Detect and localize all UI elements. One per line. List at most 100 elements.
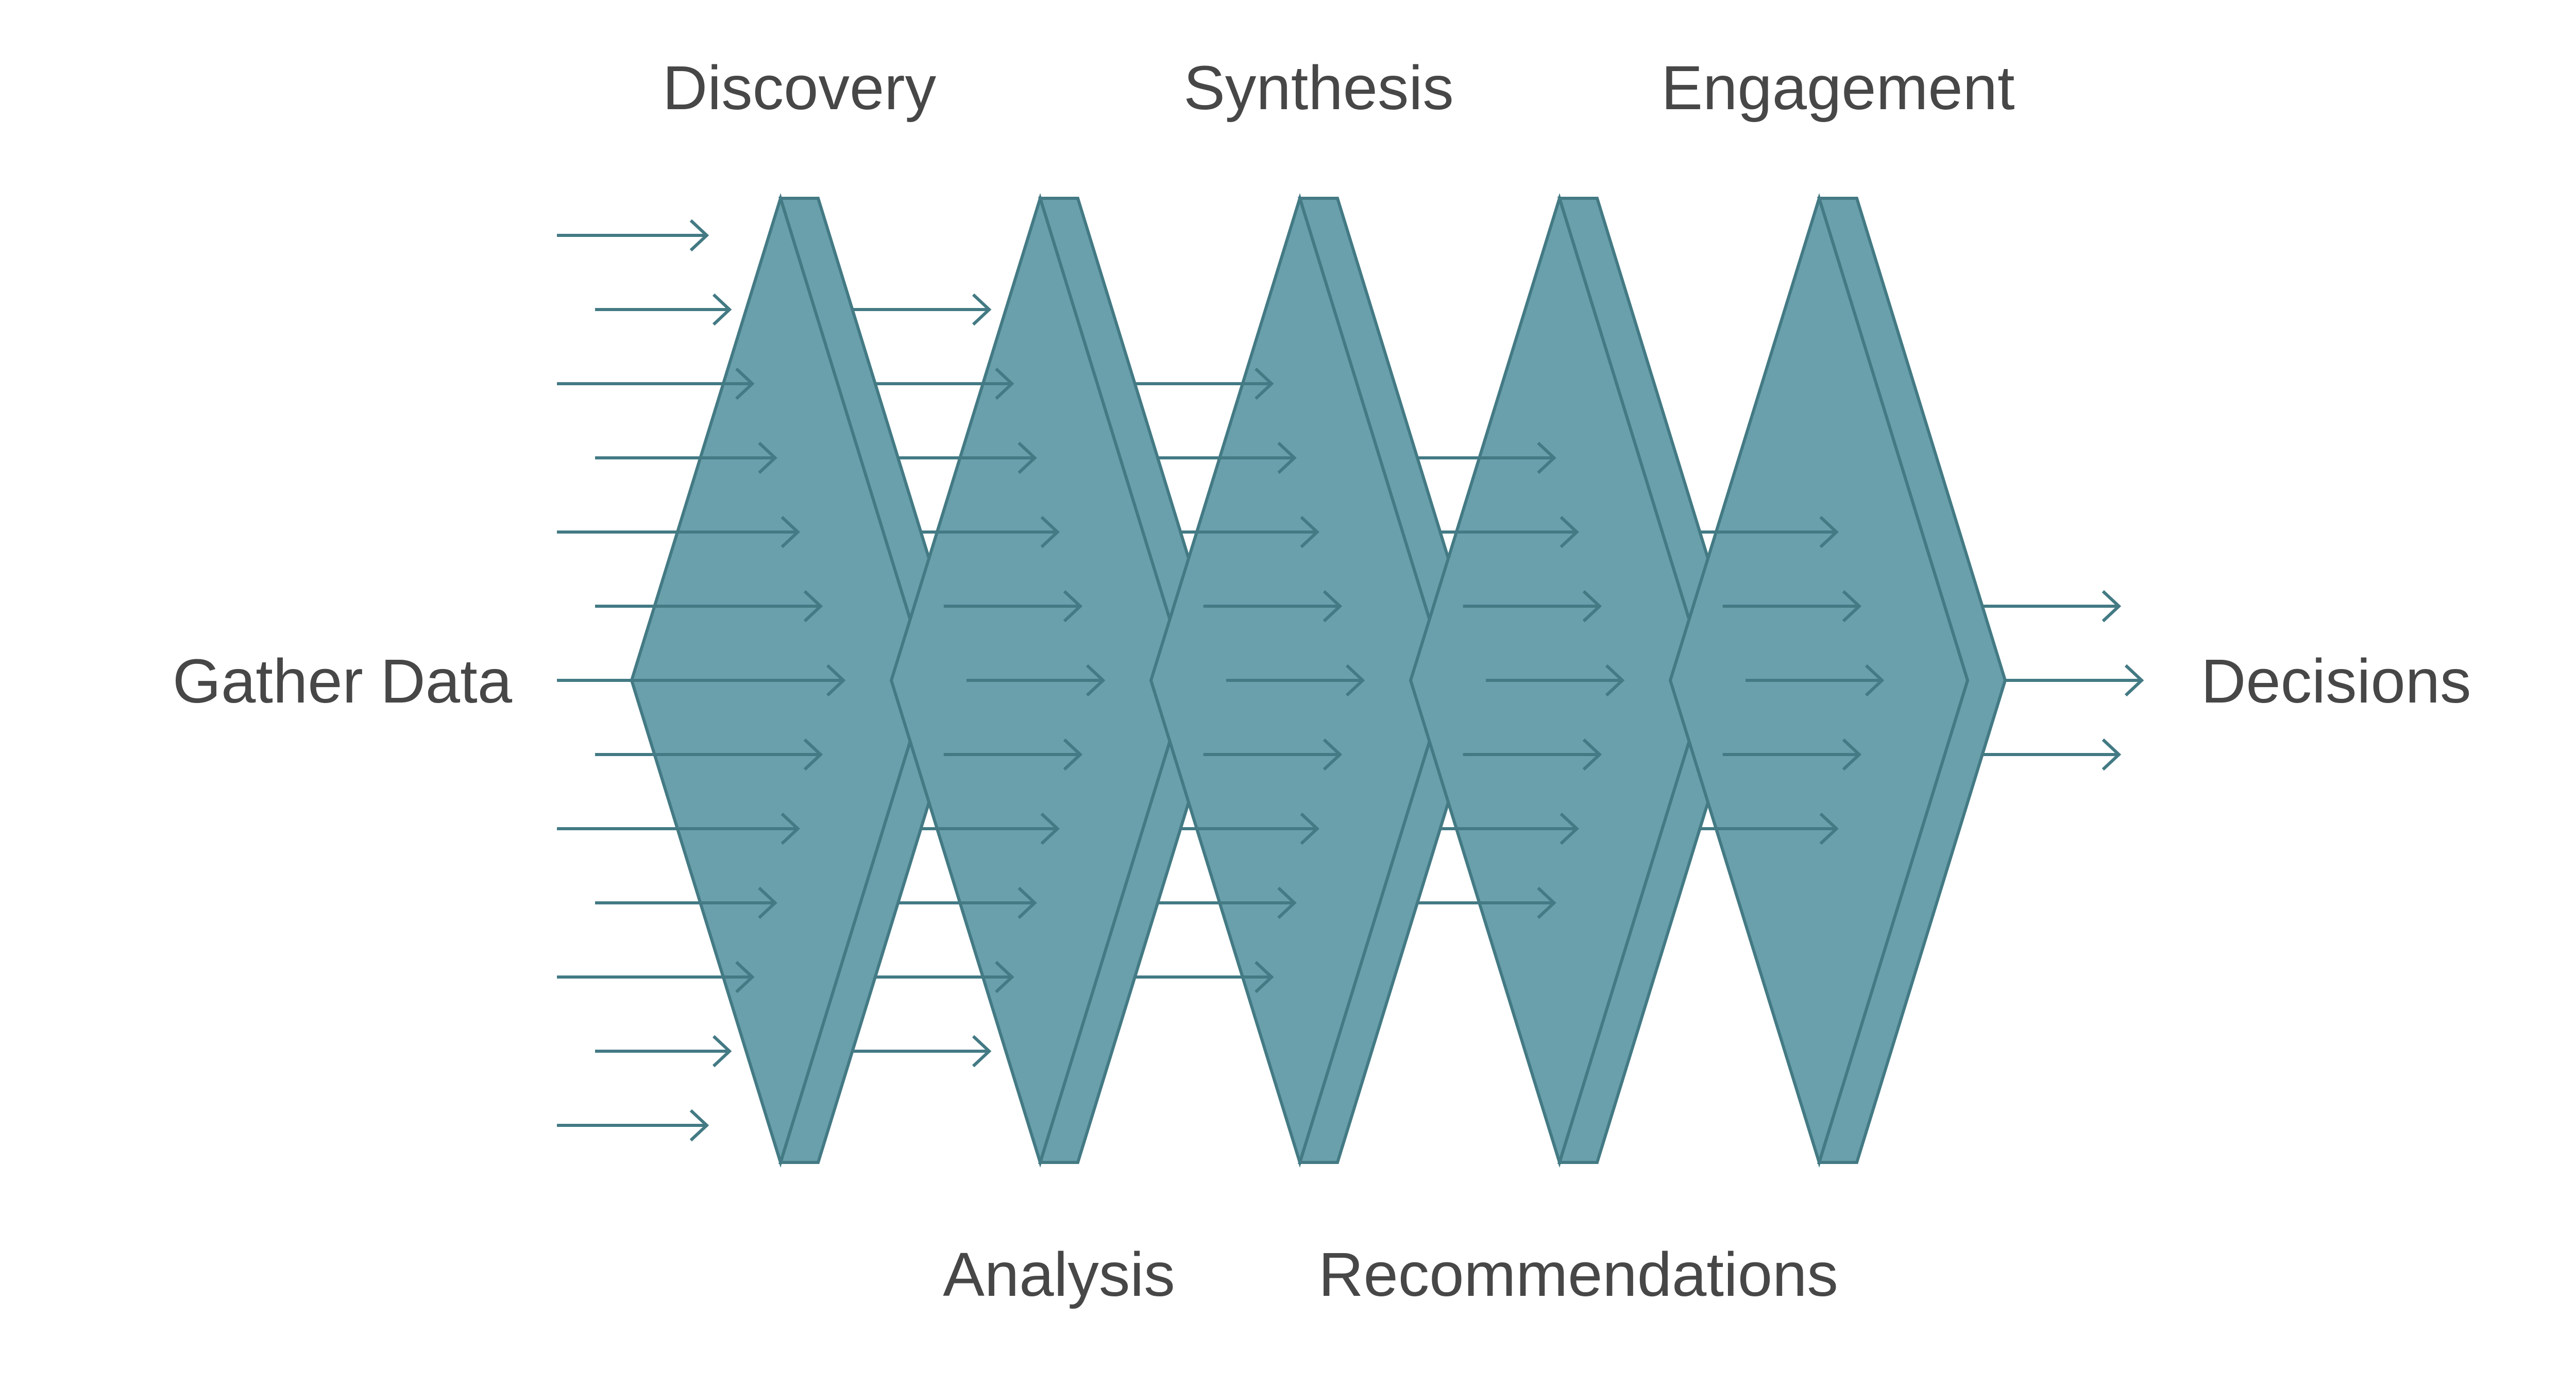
arrow-head-icon [1537, 886, 1556, 919]
arrow-head-icon [1277, 441, 1297, 474]
flow-arrow [595, 1035, 732, 1068]
flow-arrow [1417, 886, 1556, 919]
arrow-column-5 [1700, 516, 1885, 845]
arrow-head-icon [2102, 590, 2122, 623]
flow-arrow [1982, 590, 2122, 623]
arrow-column-4 [1417, 441, 1625, 919]
arrow-head-icon [1255, 961, 1274, 994]
stage-label-synthesis: Synthesis [1183, 53, 1454, 123]
flow-arrow [875, 367, 1014, 400]
flow-arrow [1203, 738, 1343, 771]
arrow-head-icon [1560, 516, 1579, 549]
flow-arrow [557, 812, 800, 845]
arrow-head-icon [2124, 664, 2144, 697]
arrow-head-icon [689, 1109, 709, 1142]
flow-arrow [557, 219, 709, 252]
flow-arrow [1700, 812, 1839, 845]
arrow-head-icon [1063, 738, 1083, 771]
output-label: Decisions [2201, 646, 2471, 716]
flow-arrow [898, 441, 1037, 474]
arrow-head-icon [995, 367, 1014, 400]
arrow-head-icon [1865, 664, 1885, 697]
flow-arrow [557, 961, 755, 994]
flow-arrow [1982, 738, 2122, 771]
arrow-head-icon [1300, 516, 1319, 549]
arrow-head-icon [712, 293, 732, 326]
flow-arrow [1722, 590, 1862, 623]
stage-label-analysis: Analysis [943, 1239, 1175, 1309]
flow-arrow [898, 886, 1037, 919]
stage-label-engagement: Engagement [1661, 53, 2014, 123]
flow-arrow [557, 664, 846, 697]
flow-arrow [1203, 590, 1343, 623]
arrow-head-icon [1842, 738, 1862, 771]
flow-arrow [1700, 516, 1839, 549]
flow-arrow [1158, 886, 1297, 919]
arrow-head-icon [803, 590, 823, 623]
flow-arrow [875, 961, 1014, 994]
arrow-head-icon [758, 441, 777, 474]
arrow-column-1 [557, 219, 846, 1142]
flow-arrow [1463, 590, 1602, 623]
arrow-column-2 [852, 293, 1106, 1068]
arrow-head-icon [1842, 590, 1862, 623]
flow-arrow [595, 441, 777, 474]
flow-arrow [921, 812, 1060, 845]
stage-label-recommendations: Recommendations [1318, 1239, 1838, 1309]
flow-arrow [1158, 441, 1297, 474]
flow-arrow [1722, 738, 1862, 771]
flow-arrow [1226, 664, 1365, 697]
flow-arrow [595, 590, 823, 623]
arrow-column-3 [1134, 367, 1365, 994]
arrow-head-icon [1537, 441, 1556, 474]
arrow-head-icon [1819, 812, 1839, 845]
flow-arrow [852, 1035, 992, 1068]
flow-arrow [557, 367, 755, 400]
flow-arrow [1440, 812, 1579, 845]
flow-arrow [943, 738, 1083, 771]
arrow-head-icon [1819, 516, 1839, 549]
arrow-head-icon [972, 1035, 992, 1068]
flow-arrow [1134, 961, 1274, 994]
stage-label-discovery: Discovery [663, 53, 937, 123]
flow-arrow [921, 516, 1060, 549]
arrow-head-icon [1300, 812, 1319, 845]
flow-arrow [1417, 441, 1556, 474]
flow-arrow [943, 590, 1083, 623]
arrow-head-icon [735, 367, 755, 400]
flow-arrow [1745, 664, 1885, 697]
arrow-head-icon [735, 961, 755, 994]
arrow-head-icon [1255, 367, 1274, 400]
flow-arrow [557, 516, 800, 549]
arrow-column-6 [1982, 590, 2144, 771]
arrow-head-icon [1018, 441, 1037, 474]
flow-arrow [1463, 738, 1602, 771]
arrow-head-icon [1040, 812, 1060, 845]
arrow-head-icon [1582, 738, 1602, 771]
arrow-head-icon [803, 738, 823, 771]
arrow-head-icon [1323, 590, 1343, 623]
arrow-head-icon [758, 886, 777, 919]
arrow-head-icon [1018, 886, 1037, 919]
arrow-head-icon [1582, 590, 1602, 623]
arrow-head-icon [2102, 738, 2122, 771]
flow-arrow [557, 1109, 709, 1142]
flow-arrow [1180, 516, 1319, 549]
arrow-head-icon [781, 812, 800, 845]
arrow-head-icon [1605, 664, 1625, 697]
arrow-head-icon [1086, 664, 1106, 697]
flow-arrow [595, 738, 823, 771]
arrow-head-icon [995, 961, 1014, 994]
arrow-head-icon [1560, 812, 1579, 845]
arrow-head-icon [1063, 590, 1083, 623]
flow-arrow [967, 664, 1106, 697]
arrow-head-icon [972, 293, 992, 326]
flow-arrow [1440, 516, 1579, 549]
flow-arrow [1134, 367, 1274, 400]
flow-arrows [557, 219, 2144, 1142]
arrow-head-icon [1345, 664, 1365, 697]
arrow-head-icon [826, 664, 846, 697]
arrow-head-icon [781, 516, 800, 549]
arrow-head-icon [1323, 738, 1343, 771]
